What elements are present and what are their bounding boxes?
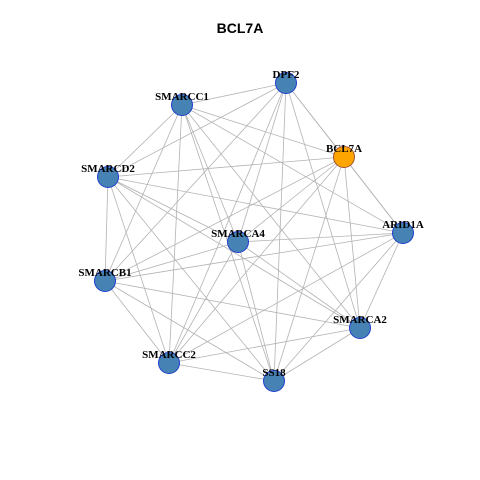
node-smarca2	[349, 317, 371, 339]
edge-smarcb1-smarcc2	[104, 280, 170, 364]
edge-smarca4-smarcb1	[104, 241, 239, 282]
node-label-smarcd2: SMARCD2	[81, 163, 135, 175]
node-smarcd2	[97, 166, 119, 188]
node-label-dpf2: DPF2	[273, 69, 300, 81]
edge-smarcb1-ss18	[104, 280, 275, 382]
edge-smarca2-ss18	[273, 327, 361, 382]
node-label-smarca4: SMARCA4	[211, 228, 265, 240]
edge-smarcc1-arid1a	[181, 104, 404, 234]
node-smarcc2	[158, 352, 180, 374]
edge-smarca4-smarca2	[237, 241, 361, 329]
node-label-arid1a: ARID1A	[382, 219, 424, 231]
edge-arid1a-ss18	[273, 232, 404, 382]
edge-dpf2-smarcb1	[104, 82, 287, 282]
node-smarcb1	[94, 270, 116, 292]
edge-bcl7a-smarcb1	[104, 156, 345, 282]
node-label-smarcc1: SMARCC1	[155, 91, 209, 103]
node-label-smarca2: SMARCA2	[333, 314, 387, 326]
edge-bcl7a-smarca2	[343, 156, 361, 329]
edge-smarcd2-arid1a	[107, 176, 404, 234]
edge-bcl7a-ss18	[273, 156, 345, 382]
node-ss18	[263, 370, 285, 392]
node-label-bcl7a: BCL7A	[326, 143, 362, 155]
edge-smarca2-smarcc2	[168, 327, 361, 364]
node-smarca4	[227, 231, 249, 253]
edge-bcl7a-smarca4	[237, 156, 345, 243]
edge-smarcc1-smarcd2	[107, 104, 183, 178]
edge-smarcd2-ss18	[107, 176, 275, 382]
edge-smarcd2-smarca4	[107, 176, 239, 243]
edge-smarcc2-ss18	[168, 362, 275, 382]
edge-bcl7a-smarcd2	[107, 156, 345, 178]
edge-smarcd2-smarcb1	[104, 176, 109, 282]
edge-dpf2-smarcd2	[107, 82, 287, 178]
nodes-layer	[94, 72, 414, 392]
edge-dpf2-smarcc2	[168, 82, 287, 364]
edge-dpf2-smarca2	[285, 82, 361, 329]
edge-dpf2-smarcc1	[181, 82, 287, 106]
edge-arid1a-smarca4	[237, 232, 404, 243]
node-bcl7a	[333, 146, 355, 168]
node-dpf2	[275, 72, 297, 94]
edge-dpf2-smarca4	[237, 82, 287, 243]
edge-bcl7a-smarcc2	[168, 156, 345, 364]
edge-smarcd2-smarcc2	[107, 176, 170, 364]
edge-smarca4-smarcc2	[168, 241, 239, 364]
edge-arid1a-smarca2	[359, 232, 404, 329]
edge-smarcc1-bcl7a	[181, 104, 345, 158]
node-smarcc1	[171, 94, 193, 116]
edge-smarcb1-smarca2	[104, 280, 361, 329]
edge-smarcd2-smarca2	[107, 176, 361, 329]
edge-smarcc1-smarca4	[181, 104, 239, 243]
edge-arid1a-smarcb1	[104, 232, 404, 282]
edge-smarcc1-smarcb1	[104, 104, 183, 282]
node-label-ss18: SS18	[262, 367, 286, 379]
edge-smarca4-ss18	[237, 241, 275, 382]
edge-smarcc1-smarca2	[181, 104, 361, 329]
node-label-smarcc2: SMARCC2	[142, 349, 196, 361]
edge-arid1a-smarcc2	[168, 232, 404, 364]
node-label-smarcb1: SMARCB1	[78, 267, 131, 279]
node-arid1a	[392, 222, 414, 244]
graph-title: BCL7A	[216, 20, 264, 36]
edge-bcl7a-arid1a	[343, 156, 404, 234]
